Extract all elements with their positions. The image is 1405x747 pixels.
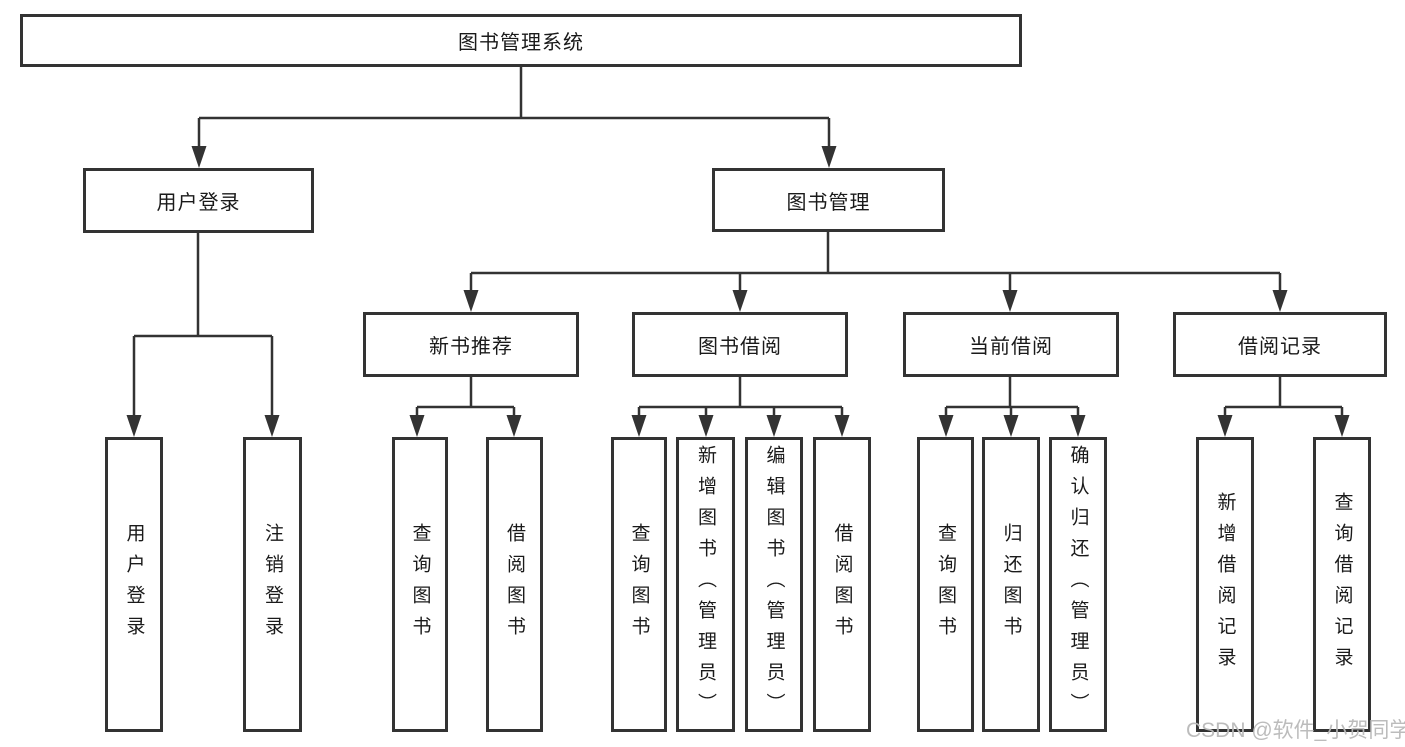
node-current-borrowing: 当前借阅 [903,312,1119,377]
leaf-label: 用户登录 [123,522,145,647]
leaf-edit-book-admin: 编辑图书（管理员） [745,437,803,732]
node-label: 图书管理 [786,191,871,214]
leaf-borrow-books-recommend: 借阅图书 [486,437,543,732]
leaf-label: 注销登录 [262,522,283,647]
leaf-logout: 注销登录 [243,437,302,732]
leaf-label: 查询图书 [628,522,650,647]
leaf-user-login: 用户登录 [105,437,163,732]
leaf-confirm-return-admin: 确认归还（管理员） [1049,437,1107,732]
leaf-label: 新增图书（管理员） [695,445,716,724]
leaf-label: 新增借阅记录 [1214,491,1236,678]
node-user-login-branch: 用户登录 [83,168,314,233]
leaf-query-books-borrowing: 查询图书 [611,437,667,732]
node-label: 图书借阅 [698,336,782,358]
node-new-book-recommend: 新书推荐 [363,312,579,377]
node-label: 图书管理系统 [458,32,584,54]
csdn-watermark: CSDN @软件_小贺同学 [1186,719,1405,742]
node-root-system: 图书管理系统 [20,14,1022,67]
leaf-label: 借阅图书 [504,522,525,647]
node-book-management: 图书管理 [712,168,945,232]
leaf-return-book: 归还图书 [982,437,1040,732]
leaf-query-borrow-record: 查询借阅记录 [1313,437,1371,732]
leaf-add-borrow-record: 新增借阅记录 [1196,437,1254,732]
leaf-borrow-books: 借阅图书 [813,437,871,732]
leaf-label: 归还图书 [1000,522,1022,647]
leaf-label: 借阅图书 [831,522,853,647]
leaf-query-books-current: 查询图书 [917,437,974,732]
node-label: 用户登录 [156,192,241,214]
node-label: 当前借阅 [969,336,1053,358]
node-borrowing-records: 借阅记录 [1173,312,1387,377]
connector-path [132,66,1344,417]
arrowheads [126,146,1350,437]
node-label: 新书推荐 [429,336,513,358]
node-book-borrowing: 图书借阅 [632,312,848,377]
leaf-label: 编辑图书（管理员） [763,445,785,724]
leaf-label: 确认归还（管理员） [1067,445,1089,724]
leaf-add-book-admin: 新增图书（管理员） [676,437,735,732]
leaf-label: 查询图书 [935,522,956,647]
leaf-query-books-recommend: 查询图书 [392,437,448,732]
leaf-label: 查询图书 [409,522,431,647]
leaf-label: 查询借阅记录 [1331,491,1353,678]
node-label: 借阅记录 [1238,336,1322,358]
